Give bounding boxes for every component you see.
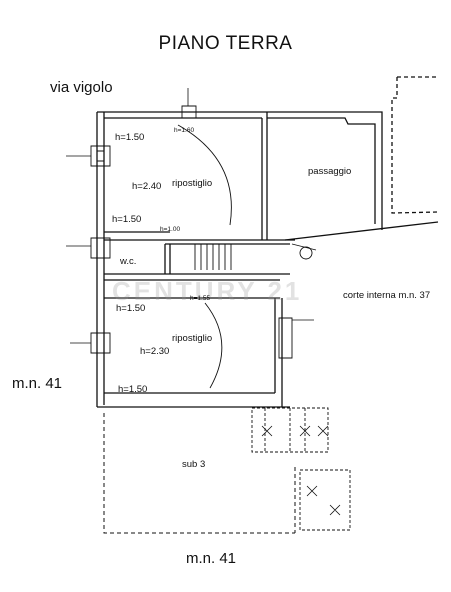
corridor-walls [104, 231, 295, 281]
height-label-low-small: h=1.55 [190, 295, 211, 302]
neighbor-left-label: m.n. 41 [12, 375, 63, 392]
ripostiglio-upper-name: ripostiglio [172, 178, 213, 189]
ripostiglio-upper-height: h=2.40 [132, 181, 162, 192]
page-title: PIANO TERRA [158, 33, 293, 54]
column-top [181, 105, 197, 119]
height-label-top-left: h=1.50 [115, 132, 145, 143]
door-symbol [299, 246, 313, 260]
window-upper [90, 145, 111, 167]
window-mid [90, 237, 111, 259]
passaggio-walls [267, 111, 439, 241]
ripostiglio-lower-walls [97, 297, 290, 408]
outer-wall [96, 112, 105, 407]
corte-name: corte interna m.n. 37 [343, 290, 431, 301]
ripostiglio-lower-height: h=2.30 [140, 346, 170, 357]
ripostiglio-right-wall [261, 112, 268, 240]
wc-name: w.c. [120, 256, 137, 267]
door-arc-upper [177, 124, 232, 226]
sub3-name: sub 3 [182, 459, 206, 470]
neighbor-wall [391, 76, 439, 214]
window-lower [90, 332, 111, 354]
height-label-top-small: h=1.60 [174, 127, 195, 134]
height-label-mid-left: h=1.50 [112, 214, 142, 225]
neighbor-bottom-label: m.n. 41 [186, 550, 237, 567]
window-right [278, 317, 293, 359]
passaggio-name: passaggio [308, 166, 352, 177]
height-label-bottom-left: h=1.50 [118, 384, 148, 395]
ripostiglio-lower-name: ripostiglio [172, 333, 213, 344]
height-label-mid-small: h=1.00 [160, 226, 181, 233]
stair-x [261, 425, 341, 516]
stair [194, 244, 232, 270]
height-label-low-left: h=1.50 [116, 303, 146, 314]
door-arc-lower [204, 302, 223, 389]
street-label: via vigolo [50, 79, 113, 96]
external-stair [251, 407, 351, 531]
wc-partition [164, 244, 171, 274]
sub3-boundary [103, 413, 296, 534]
watermark: CENTURY 21 [112, 276, 303, 306]
section-lines [66, 88, 317, 344]
